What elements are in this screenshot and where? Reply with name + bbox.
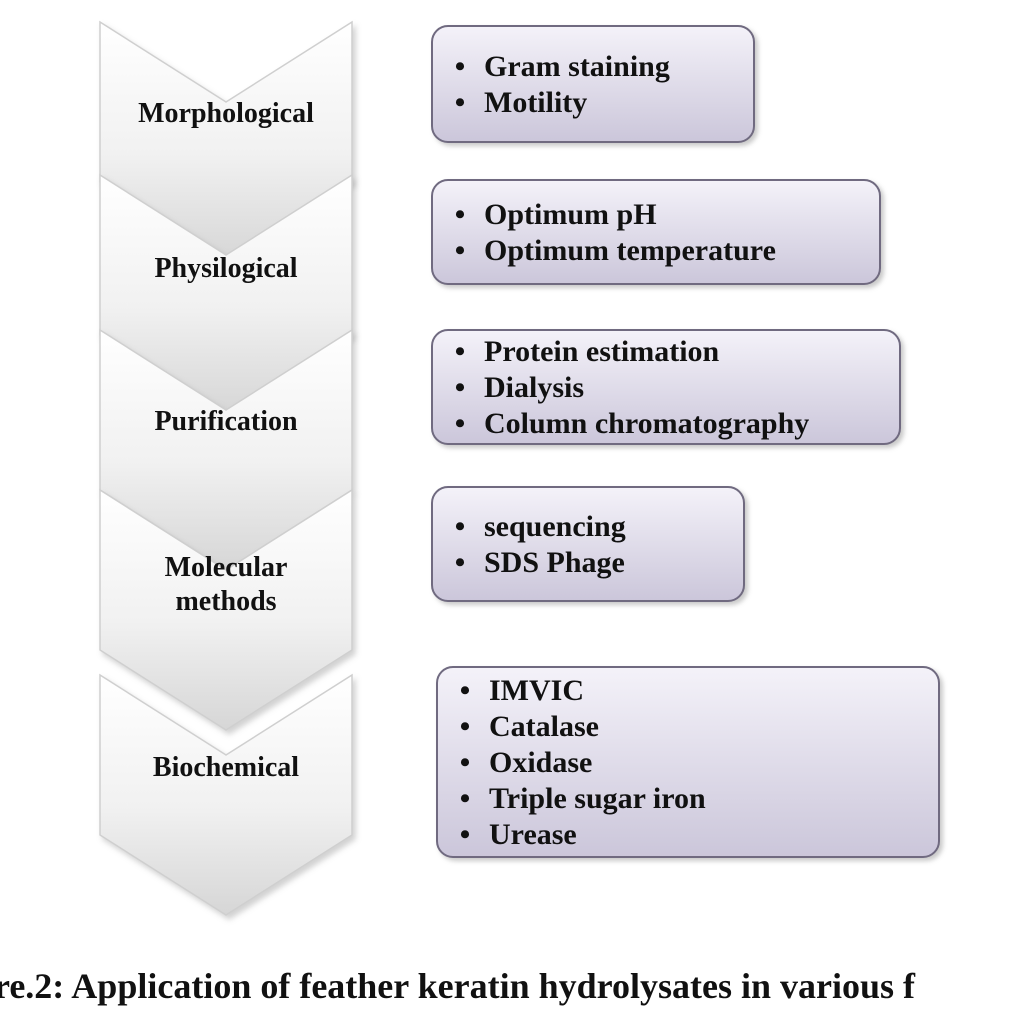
bullet-icon: • bbox=[455, 50, 466, 83]
steps-layer: Morphological • Gram staining • MotilityPhys… bbox=[99, 20, 940, 916]
detail-item: Gram staining bbox=[484, 50, 670, 83]
step-3: Purification • Protein estimation • Dialysis… bbox=[99, 328, 901, 571]
bullet-icon: • bbox=[460, 746, 471, 779]
detail-item: Protein estimation bbox=[484, 335, 720, 368]
step-1: Morphological • Gram staining • Motility bbox=[99, 20, 755, 263]
bullet-icon: • bbox=[460, 818, 471, 851]
chevron-arrow bbox=[99, 488, 353, 731]
detail-item: IMVIC bbox=[489, 674, 584, 707]
detail-item: Oxidase bbox=[489, 746, 592, 779]
step-label: Physilogical bbox=[154, 253, 297, 284]
bullet-icon: • bbox=[455, 86, 466, 119]
detail-item: Catalase bbox=[489, 710, 599, 743]
bullet-icon: • bbox=[455, 335, 466, 368]
step-label: Purification bbox=[154, 406, 298, 437]
bullet-icon: • bbox=[455, 198, 466, 231]
detail-item: Motility bbox=[484, 86, 587, 119]
figure-caption: re.2: Application of feather keratin hyd… bbox=[0, 966, 916, 1006]
detail-box bbox=[436, 666, 940, 858]
detail-item: SDS Phage bbox=[484, 546, 625, 579]
step-label: Biochemical bbox=[153, 752, 299, 783]
detail-box bbox=[431, 25, 755, 143]
bullet-icon: • bbox=[455, 407, 466, 440]
detail-item: sequencing bbox=[484, 510, 626, 543]
step-2: Physilogical • Optimum pH • Optimum temperat… bbox=[99, 173, 881, 416]
detail-item: Optimum temperature bbox=[484, 234, 776, 267]
bullet-icon: • bbox=[455, 371, 466, 404]
detail-box bbox=[431, 486, 745, 602]
bullet-icon: • bbox=[455, 510, 466, 543]
detail-item: Optimum pH bbox=[484, 198, 657, 231]
detail-item: Urease bbox=[489, 818, 577, 851]
detail-item: Dialysis bbox=[484, 371, 584, 404]
detail-box bbox=[431, 329, 901, 445]
detail-item: Triple sugar iron bbox=[489, 782, 706, 815]
step-label: methods bbox=[175, 586, 276, 617]
bullet-icon: • bbox=[460, 674, 471, 707]
bullet-icon: • bbox=[460, 782, 471, 815]
step-label: Molecular bbox=[165, 552, 288, 583]
step-5: Biochemical • IMVIC • Catalase • Oxidase • Tripl… bbox=[99, 666, 940, 916]
bullet-icon: • bbox=[455, 546, 466, 579]
detail-box bbox=[431, 179, 881, 285]
bullet-icon: • bbox=[455, 234, 466, 267]
detail-item: Column chromatography bbox=[484, 407, 809, 440]
chevron-arrow bbox=[99, 673, 353, 916]
bullet-icon: • bbox=[460, 710, 471, 743]
step-label: Morphological bbox=[138, 98, 314, 129]
